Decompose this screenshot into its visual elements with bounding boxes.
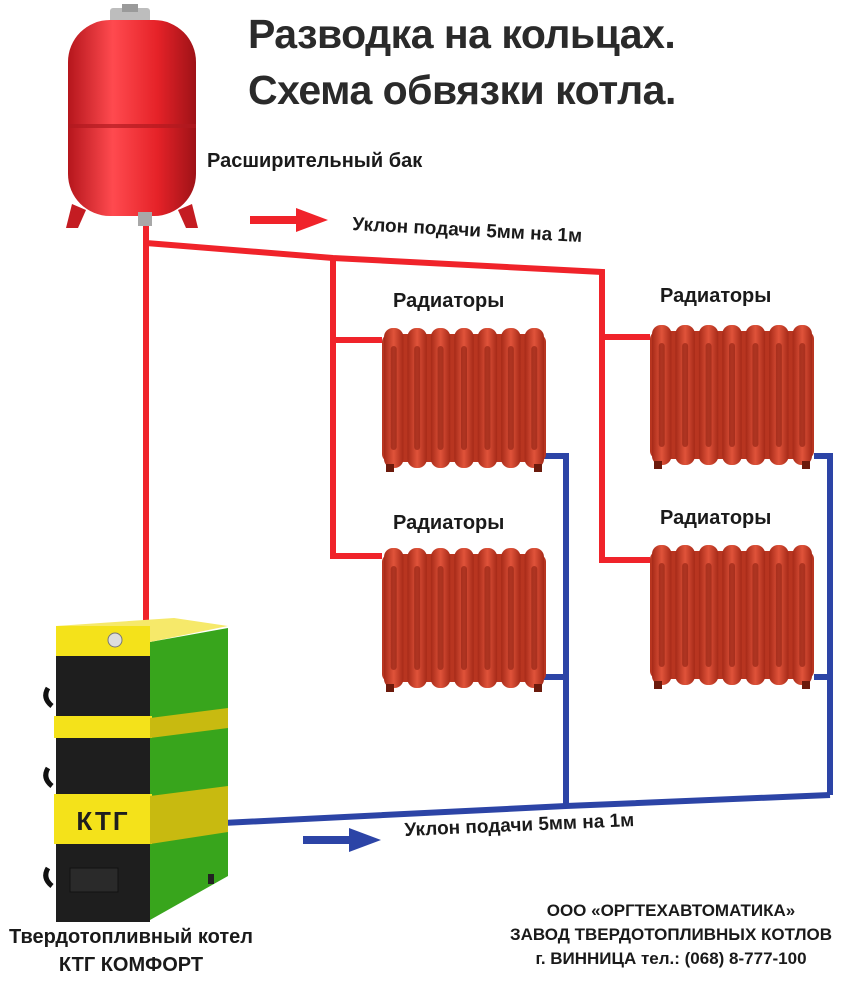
supply-arrow bbox=[250, 208, 328, 232]
expansion-tank-image bbox=[66, 4, 198, 228]
return-left bbox=[544, 453, 569, 806]
radiator-label-top-left: Радиаторы bbox=[393, 290, 505, 312]
radiator-top-left bbox=[382, 328, 546, 472]
boiler-badge: КТГ bbox=[76, 806, 129, 836]
return-pipes bbox=[222, 453, 833, 826]
boiler-caption: Твердотопливный котел КТГ КОМФОРТ bbox=[0, 923, 262, 979]
supply-pipes bbox=[143, 222, 650, 624]
radiator-bottom-left bbox=[382, 548, 546, 692]
expansion-tank-label: Расширительный бак bbox=[207, 150, 423, 172]
boiler-caption-line-2: КТГ КОМФОРТ bbox=[58, 954, 204, 976]
radiator-top-right bbox=[650, 325, 814, 469]
boiler-caption-line-1: Твердотопливный котел bbox=[9, 926, 253, 948]
supply-branch-left bbox=[330, 258, 382, 559]
footer-plant: ЗАВОД ТВЕРДОТОПЛИВНЫХ КОТЛОВ bbox=[509, 925, 832, 944]
title-line-1: Разводка на кольцах. bbox=[248, 11, 676, 57]
radiator-label-bottom-right: Радиаторы bbox=[660, 507, 772, 529]
return-arrow bbox=[303, 828, 381, 852]
radiator-label-bottom-left: Радиаторы bbox=[393, 512, 505, 534]
footer-contact: г. ВИННИЦА тел.: (068) 8-777-100 bbox=[535, 949, 807, 968]
radiator-label-top-right: Радиаторы bbox=[660, 285, 772, 307]
return-main bbox=[222, 792, 831, 826]
company-footer: ООО «ОРГТЕХАВТОМАТИКА» ЗАВОД ТВЕРДОТОПЛИ… bbox=[488, 899, 854, 971]
footer-company: ООО «ОРГТЕХАВТОМАТИКА» bbox=[546, 901, 796, 920]
radiator-bottom-right bbox=[650, 545, 814, 689]
title-line-2: Схема обвязки котла. bbox=[248, 67, 676, 113]
page-title: Разводка на кольцах. Схема обвязки котла… bbox=[248, 6, 676, 118]
supply-main bbox=[145, 240, 650, 563]
radiators-group bbox=[382, 325, 814, 692]
return-right bbox=[814, 453, 833, 795]
boiler-image bbox=[43, 618, 228, 922]
